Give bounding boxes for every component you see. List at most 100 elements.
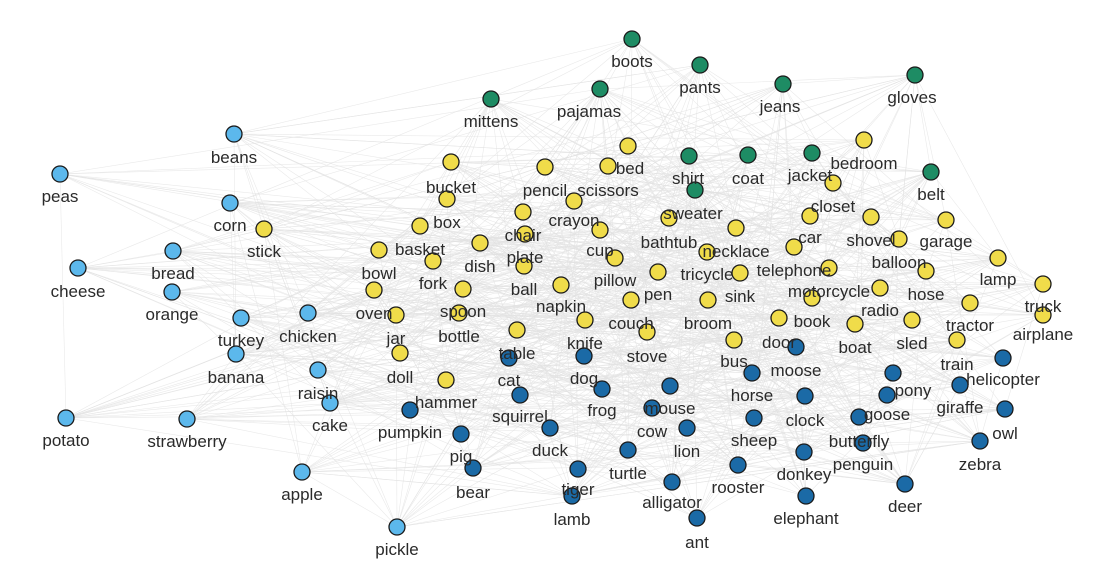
graph-edge xyxy=(577,384,961,470)
graph-edge xyxy=(688,155,947,221)
graph-edge xyxy=(395,98,492,316)
node-sink xyxy=(731,264,749,282)
graph-edge xyxy=(1004,283,1044,410)
graph-edge xyxy=(462,288,1004,359)
graph-edge xyxy=(490,98,518,331)
graph-edge xyxy=(523,265,856,325)
graph-edge xyxy=(519,299,632,396)
node-label-bear: bear xyxy=(456,483,490,502)
graph-edge xyxy=(373,289,401,354)
graph-edge xyxy=(77,267,411,411)
node-pants xyxy=(691,56,709,74)
node-ant xyxy=(688,509,706,527)
graph-edge xyxy=(301,339,735,473)
node-label-cheese: cheese xyxy=(51,282,106,301)
graph-edge xyxy=(925,219,947,272)
node-label-bread: bread xyxy=(151,264,194,283)
graph-edge xyxy=(419,165,609,227)
node-box xyxy=(438,190,456,208)
node-label-coat: coat xyxy=(732,169,764,188)
node-mouse xyxy=(661,377,679,395)
node-label-banana: banana xyxy=(208,368,265,387)
graph-edge xyxy=(472,395,806,469)
graph-edge xyxy=(446,198,999,259)
graph-edge xyxy=(373,289,447,381)
node-airplane xyxy=(1034,306,1052,324)
node-zebra xyxy=(971,432,989,450)
graph-edge xyxy=(571,182,834,497)
graph-edge xyxy=(607,165,737,229)
node-label-giraffe: giraffe xyxy=(937,398,984,417)
graph-edge xyxy=(523,265,648,333)
graph-edge xyxy=(751,372,805,453)
graph-edge xyxy=(560,189,696,286)
node-strawberry xyxy=(178,410,196,428)
node-label-pig: pig xyxy=(450,447,473,466)
graph-edge xyxy=(479,238,900,244)
graph-edge xyxy=(669,385,906,485)
graph-edge xyxy=(707,299,797,348)
node-label-penguin: penguin xyxy=(833,455,894,474)
graph-edge xyxy=(399,166,546,354)
graph-edge xyxy=(599,88,999,259)
graph-edge xyxy=(229,202,586,321)
node-label-corn: corn xyxy=(213,216,246,235)
node-hose xyxy=(917,262,935,280)
node-telephone xyxy=(785,238,803,256)
graph-edge xyxy=(301,297,813,473)
node-spoon xyxy=(454,280,472,298)
graph-edge xyxy=(235,74,916,355)
graph-edge xyxy=(59,173,397,316)
graph-edge xyxy=(172,250,807,497)
node-label-book: book xyxy=(794,312,831,331)
graph-edge xyxy=(573,200,739,466)
node-label-cup: cup xyxy=(586,241,613,260)
graph-edge xyxy=(560,284,807,497)
graph-edge xyxy=(879,287,1004,359)
graph-edge xyxy=(862,440,981,444)
graph-edge xyxy=(171,291,753,374)
graph-edge xyxy=(172,250,331,404)
graph-edge xyxy=(490,98,670,219)
graph-edge xyxy=(235,229,601,355)
graph-edge xyxy=(607,165,947,221)
graph-edge xyxy=(793,246,888,396)
graph-edge xyxy=(573,200,806,397)
node-frog xyxy=(593,380,611,398)
graph-edge xyxy=(186,418,462,435)
graph-edge xyxy=(599,88,741,274)
graph-edge xyxy=(229,202,735,341)
node-label-apple: apple xyxy=(281,485,323,504)
node-label-rooster: rooster xyxy=(712,478,765,497)
node-helicopter xyxy=(994,349,1012,367)
graph-edge xyxy=(450,161,856,325)
graph-edge xyxy=(378,216,872,251)
node-label-pony: pony xyxy=(895,381,932,400)
node-label-basket: basket xyxy=(395,240,445,259)
node-donkey xyxy=(795,443,813,461)
graph-edge xyxy=(571,442,864,497)
graph-edge xyxy=(59,88,601,175)
graph-edge xyxy=(696,395,806,519)
node-label-belt: belt xyxy=(917,185,945,204)
node-label-radio: radio xyxy=(861,301,899,320)
graph-edge xyxy=(630,299,1044,316)
graph-edge xyxy=(233,64,701,135)
node-sheep xyxy=(745,409,763,427)
graph-edge xyxy=(317,369,864,444)
node-horse xyxy=(743,364,761,382)
node-label-dish: dish xyxy=(464,257,495,276)
node-potato xyxy=(57,409,75,427)
graph-edge xyxy=(601,388,653,409)
node-plate xyxy=(516,225,534,243)
node-label-truck: truck xyxy=(1025,297,1062,316)
node-rooster xyxy=(729,456,747,474)
node-label-garage: garage xyxy=(920,232,973,251)
graph-edge xyxy=(419,166,546,227)
node-bus xyxy=(725,331,743,349)
graph-edge xyxy=(172,250,648,333)
node-jeans xyxy=(774,75,792,93)
graph-edge xyxy=(914,74,932,173)
graph-edge xyxy=(395,171,932,316)
graph-edge xyxy=(317,242,481,371)
